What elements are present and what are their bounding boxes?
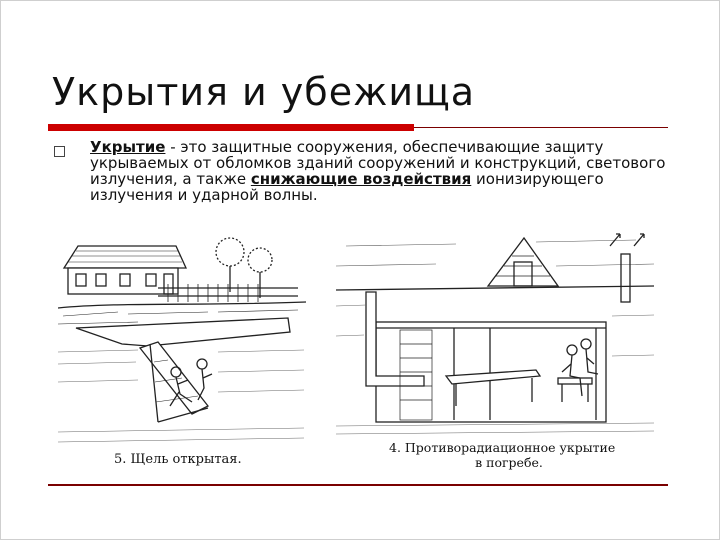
title-accent-bar — [48, 124, 414, 131]
bullet-text-part1: - это защитные сооружения, обеспечивающи… — [90, 138, 666, 188]
title-divider-line — [414, 127, 668, 128]
figure-cellar-shelter — [335, 226, 655, 480]
figure-open-trench — [57, 232, 307, 480]
caption-line-2: в погребе. — [475, 455, 543, 470]
figure-caption-open-trench: 5. Щель открытая. — [114, 452, 242, 467]
bottom-divider-line — [48, 484, 668, 486]
caption-line-1: 4. Противорадиационное укрытие — [389, 440, 616, 455]
term-ukrytie: Укрытие — [90, 138, 166, 156]
open-trench-illustration — [57, 237, 307, 443]
cellar-shelter-illustration — [335, 233, 655, 435]
bullet-text: Укрытие - это защитные сооружения, обесп… — [90, 139, 690, 203]
slide-title: Укрытия и убежища — [52, 70, 476, 114]
bullet-text-part2: ионизирующего излучения и ударной волны. — [90, 170, 604, 204]
bullet-square-icon — [54, 146, 65, 157]
emphasis-text: снижающие воздействия — [250, 170, 472, 188]
